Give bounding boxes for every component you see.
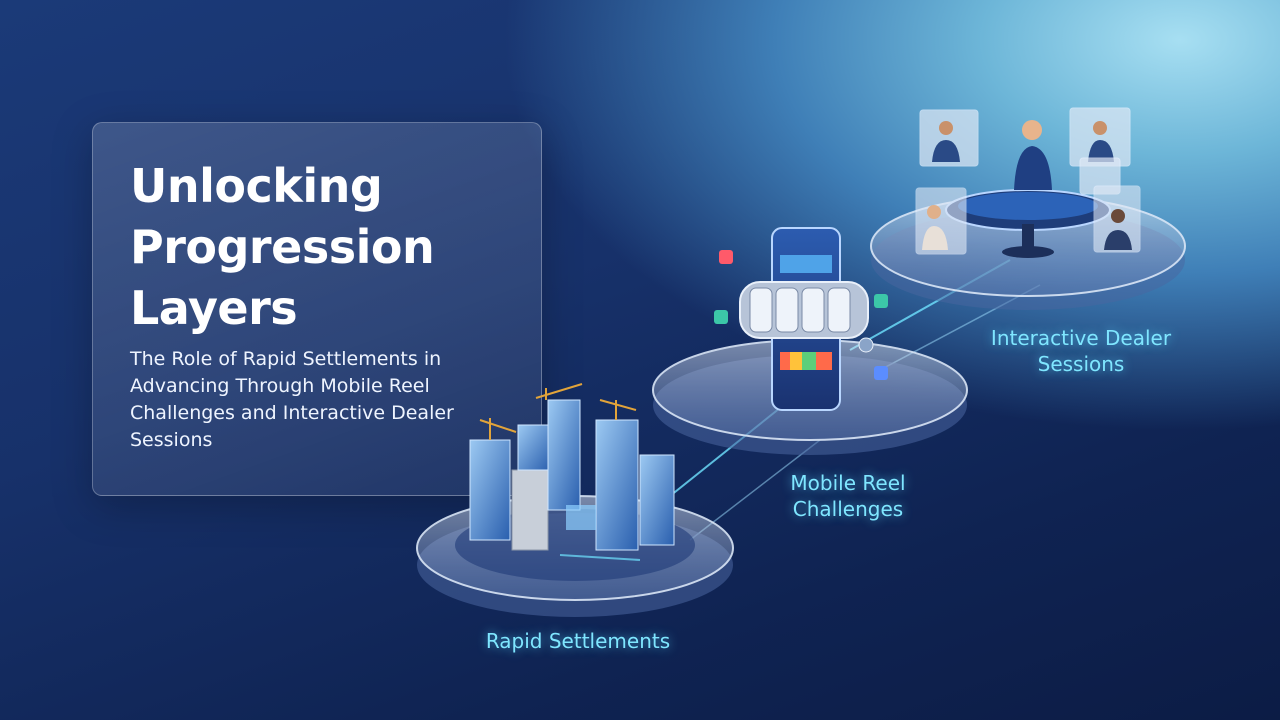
stage-label-mobile-reel: Mobile Reel Challenges: [790, 471, 906, 521]
page-title: Unlocking Progression Layers: [130, 159, 435, 335]
city-buildings-icon: [469, 383, 675, 561]
slot-reel-phone-icon: [714, 227, 888, 411]
title-card: [92, 122, 542, 496]
dealer-table-icon: [915, 107, 1141, 258]
stage-label-rapid-settlements: Rapid Settlements: [485, 629, 671, 653]
stage-label-dealer-sessions: Interactive Dealer Sessions: [990, 326, 1172, 376]
page-subtitle: The Role of Rapid Settlements in Advanci…: [130, 348, 454, 451]
